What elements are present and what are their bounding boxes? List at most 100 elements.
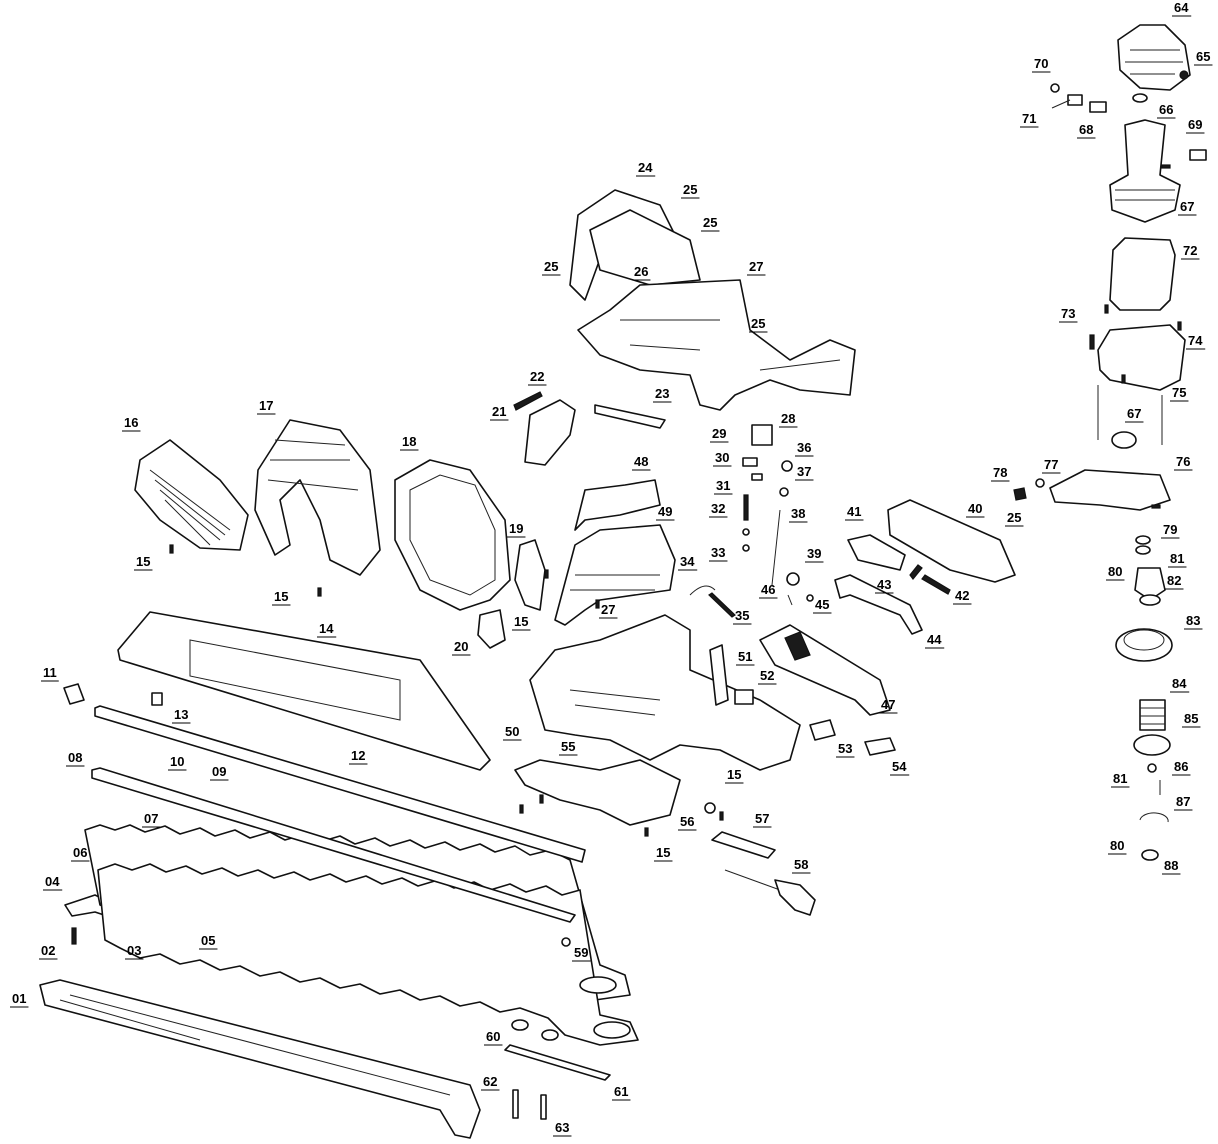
- part-bar-12: [94, 705, 586, 863]
- callout-77: 76: [1176, 454, 1190, 469]
- part-handle-48: [759, 624, 891, 716]
- callout-47: 46: [761, 582, 775, 597]
- callout-10: 10: [170, 754, 184, 769]
- part-89: [1141, 849, 1159, 861]
- callout-67a: 66: [1159, 102, 1173, 117]
- part-38: [779, 487, 789, 497]
- part-strip-62: [504, 1044, 611, 1081]
- part-armature-68: [1109, 119, 1181, 223]
- part-71: [1050, 83, 1060, 93]
- part-pin-13: [151, 692, 163, 706]
- callout-52: 51: [738, 649, 752, 664]
- part-clip-11: [63, 683, 85, 705]
- callout-25d: 25: [1007, 510, 1021, 525]
- part-66: [1179, 70, 1189, 80]
- part-53: [734, 689, 754, 705]
- part-46: [806, 594, 814, 602]
- callout-25c: 25: [751, 316, 765, 331]
- part-bolt-64: [540, 1094, 547, 1120]
- callout-43: 42: [955, 588, 969, 603]
- callout-28: 27: [749, 259, 763, 274]
- part-82: [1134, 567, 1166, 601]
- callout-79: 78: [993, 465, 1007, 480]
- part-61: [511, 1019, 529, 1031]
- callout-59: 58: [794, 857, 808, 872]
- part-brush-69: [1089, 101, 1107, 113]
- callout-69: 68: [1079, 122, 1093, 137]
- part-42: [847, 534, 906, 571]
- callout-16: 16: [124, 415, 138, 430]
- part-housing-26: [589, 209, 701, 286]
- callout-87: 86: [1174, 759, 1188, 774]
- part-54: [809, 719, 836, 741]
- callout-46: 45: [815, 597, 829, 612]
- callout-03: 03: [127, 943, 141, 958]
- callout-84: 83: [1186, 613, 1200, 628]
- part-spring-21: [513, 391, 543, 411]
- part-rod-39: [771, 509, 781, 586]
- callout-labels: 01 02 03 04 05 06 07 08 09 10 11 12 13 1…: [12, 0, 1210, 1135]
- callout-73: 72: [1183, 243, 1197, 258]
- callout-15a: 15: [136, 554, 150, 569]
- part-20: [477, 609, 506, 649]
- callout-83: 82: [1167, 573, 1181, 588]
- part-36: [708, 592, 736, 618]
- callout-08: 08: [68, 750, 82, 765]
- callout-56: 55: [561, 739, 575, 754]
- part-86: [1133, 734, 1171, 756]
- callout-74: 73: [1061, 306, 1075, 321]
- callout-54: 53: [838, 741, 852, 756]
- callout-20: 20: [454, 639, 468, 654]
- callout-25b: 25: [544, 259, 558, 274]
- callout-25a: 25: [683, 182, 697, 197]
- part-40: [786, 572, 800, 586]
- part-rod-76: [1097, 385, 1163, 445]
- part-guard-16: [134, 439, 249, 551]
- part-30: [742, 457, 758, 467]
- part-spring-32: [743, 494, 749, 521]
- part-41: [887, 499, 1016, 583]
- callout-60: 59: [574, 945, 588, 960]
- part-79: [1013, 487, 1027, 501]
- part-guard-17: [254, 419, 381, 576]
- part-switch-48: [784, 631, 811, 661]
- callout-01: 01: [12, 991, 26, 1006]
- part-83: [1139, 594, 1161, 606]
- part-plug-59-head: [774, 879, 816, 916]
- callout-66: 65: [1196, 49, 1210, 64]
- callout-68: 67: [1180, 199, 1194, 214]
- part-washer-67: [1132, 93, 1148, 103]
- callout-36: 35: [735, 608, 749, 623]
- callout-82: 81: [1170, 551, 1184, 566]
- part-55: [864, 737, 896, 756]
- part-blade-guard: [39, 979, 481, 1139]
- part-60: [561, 937, 571, 947]
- callout-41: 40: [968, 501, 982, 516]
- callout-15c: 15: [514, 614, 528, 629]
- part-spring-43: [921, 574, 951, 595]
- callout-40: 39: [807, 546, 821, 561]
- callout-34: 33: [711, 545, 725, 560]
- callout-57: 56: [680, 814, 694, 829]
- callout-45: 44: [927, 632, 942, 647]
- callout-30: 29: [712, 426, 726, 441]
- callout-88: 87: [1176, 794, 1190, 809]
- callout-39: 38: [791, 506, 805, 521]
- part-spring-44: [909, 564, 923, 580]
- part-housing-28: [577, 279, 856, 411]
- part-85: [1139, 699, 1166, 731]
- part-49: [574, 479, 661, 531]
- part-bar-08: [91, 767, 576, 923]
- part-37: [781, 460, 793, 472]
- callout-02: 02: [41, 943, 55, 958]
- callout-37: 36: [797, 440, 811, 455]
- callout-35: 34: [680, 554, 695, 569]
- part-19: [514, 539, 546, 611]
- part-31: [751, 473, 763, 481]
- callout-32: 31: [716, 478, 730, 493]
- callout-06: 06: [73, 845, 87, 860]
- callout-17: 17: [259, 398, 273, 413]
- callout-15b: 15: [274, 589, 288, 604]
- callout-80a: 79: [1163, 522, 1177, 537]
